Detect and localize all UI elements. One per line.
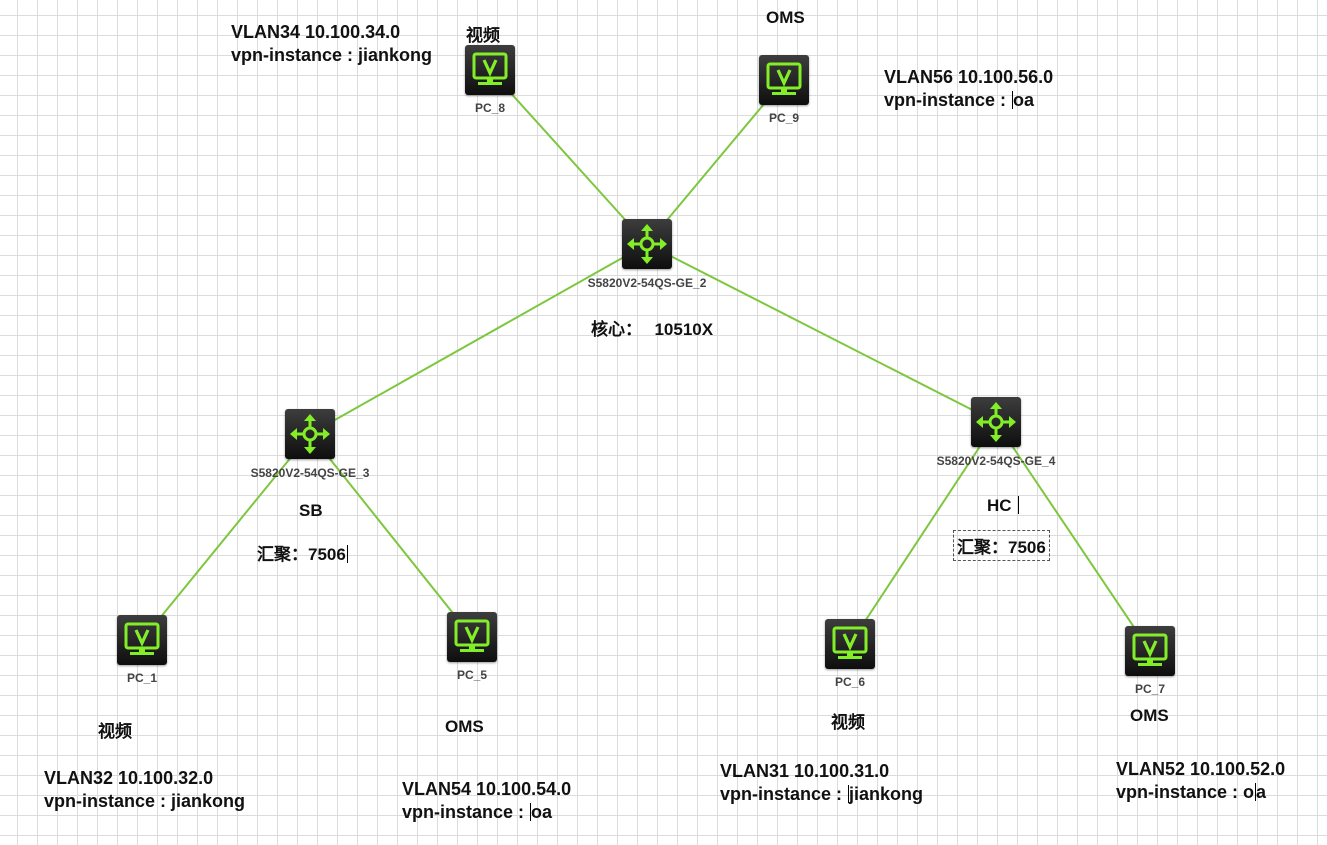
- pc-5-info: VLAN54 10.100.54.0 vpn-instance : oa: [402, 778, 571, 824]
- switch-ge4-node[interactable]: [971, 397, 1021, 447]
- switch-ge3-label: S5820V2-54QS-GE_3: [250, 466, 370, 480]
- pc-7-node[interactable]: [1125, 626, 1175, 676]
- pc-6-label: PC_6: [834, 675, 866, 689]
- sw4-site-text: HC: [987, 496, 1012, 515]
- router-arrows-icon: [976, 402, 1016, 442]
- pc-5-vpn-value: oa: [531, 802, 553, 822]
- monitor-v-icon: [454, 619, 490, 652]
- text-cursor: [848, 785, 850, 803]
- pc-1-vpn: vpn-instance : jiankong: [44, 791, 246, 811]
- router-arrows-icon: [290, 414, 330, 454]
- pc-7-role: OMS: [1130, 706, 1169, 725]
- link-sw3-pc_5: [309, 433, 473, 638]
- switch-ge4-label: S5820V2-54QS-GE_4: [936, 454, 1056, 468]
- sw4-agg-model: 7506: [1008, 538, 1046, 557]
- text-cursor: [1255, 783, 1257, 801]
- pc-5-vpn[interactable]: vpn-instance : oa: [402, 801, 571, 824]
- pc-7-vlan: VLAN52 10.100.52.0: [1116, 759, 1286, 779]
- link-pc_8-core: [489, 69, 648, 245]
- core-switch-node[interactable]: [622, 219, 672, 269]
- pc-8-role: 视频: [466, 26, 500, 46]
- link-core-sw3: [309, 243, 648, 435]
- pc-1-node[interactable]: [117, 615, 167, 665]
- pc-9-label: PC_9: [768, 111, 800, 125]
- pc-7-label: PC_7: [1134, 682, 1166, 696]
- pc-6-vpn[interactable]: vpn-instance : jiankong: [720, 783, 923, 806]
- pc-8-vlan: VLAN34 10.100.34.0: [231, 22, 401, 42]
- sw4-agg-caption[interactable]: 汇聚：7506: [953, 530, 1050, 561]
- pc-7-vpn-prefix: vpn-instance : o: [1116, 782, 1255, 802]
- pc-9-vpn[interactable]: vpn-instance : oa: [884, 89, 1053, 112]
- core-caption: 核心： 10510X: [591, 315, 713, 340]
- pc-6-role: 视频: [831, 713, 865, 733]
- link-pc_9-core: [646, 79, 785, 245]
- monitor-v-icon: [124, 622, 160, 655]
- pc-1-label: PC_1: [126, 671, 158, 685]
- pc-9-vpn-value: oa: [1013, 90, 1035, 110]
- monitor-v-icon: [472, 52, 508, 85]
- pc-5-role: OMS: [445, 717, 484, 736]
- pc-9-vpn-prefix: vpn-instance :: [884, 90, 1012, 110]
- sw4-agg-prefix: 汇聚：: [957, 538, 1008, 558]
- pc-5-node[interactable]: [447, 612, 497, 662]
- pc-6-info: VLAN31 10.100.31.0 vpn-instance : jianko…: [720, 760, 923, 806]
- text-cursor: [1012, 91, 1014, 109]
- pc-9-info: VLAN56 10.100.56.0 vpn-instance : oa: [884, 66, 1053, 112]
- pc-1-role: 视频: [98, 722, 132, 742]
- text-cursor: [1017, 496, 1019, 514]
- link-core-sw4: [646, 243, 997, 423]
- switch-ge3-node[interactable]: [285, 409, 335, 459]
- link-sw4-pc_6: [849, 421, 997, 645]
- pc-8-info: VLAN34 10.100.34.0 vpn-instance : jianko…: [231, 21, 432, 67]
- text-cursor: [530, 803, 532, 821]
- pc-9-role: OMS: [766, 8, 805, 27]
- monitor-v-icon: [832, 626, 868, 659]
- router-arrows-icon: [627, 224, 667, 264]
- sw3-agg-caption[interactable]: 汇聚：7506: [257, 540, 348, 565]
- pc-9-vlan: VLAN56 10.100.56.0: [884, 67, 1054, 87]
- core-caption-model: 10510X: [654, 320, 714, 339]
- core-caption-prefix: 核心：: [591, 320, 642, 340]
- pc-1-info: VLAN32 10.100.32.0 vpn-instance : jianko…: [44, 767, 245, 813]
- sw3-agg-prefix: 汇聚：: [257, 545, 308, 565]
- sw3-site: SB: [299, 501, 323, 520]
- pc-1-vlan: VLAN32 10.100.32.0: [44, 768, 214, 788]
- monitor-v-icon: [766, 62, 802, 95]
- pc-5-vpn-prefix: vpn-instance :: [402, 802, 530, 822]
- text-cursor: [346, 545, 348, 563]
- pc-7-vpn-value: a: [1256, 782, 1267, 802]
- pc-8-vpn: vpn-instance : jiankong: [231, 45, 433, 65]
- sw3-agg-model: 7506: [308, 545, 346, 564]
- link-sw4-pc_7: [995, 421, 1151, 652]
- pc-5-label: PC_5: [456, 668, 488, 682]
- pc-6-vlan: VLAN31 10.100.31.0: [720, 761, 890, 781]
- pc-6-vpn-value: jiankong: [849, 784, 924, 804]
- pc-9-node[interactable]: [759, 55, 809, 105]
- pc-8-label: PC_8: [474, 101, 506, 115]
- link-sw3-pc_1: [141, 433, 311, 641]
- core-switch-label: S5820V2-54QS-GE_2: [587, 276, 707, 290]
- pc-6-node[interactable]: [825, 619, 875, 669]
- sw4-site[interactable]: HC: [987, 496, 1019, 516]
- pc-8-node[interactable]: [465, 45, 515, 95]
- pc-6-vpn-prefix: vpn-instance :: [720, 784, 848, 804]
- monitor-v-icon: [1132, 633, 1168, 666]
- pc-5-vlan: VLAN54 10.100.54.0: [402, 779, 572, 799]
